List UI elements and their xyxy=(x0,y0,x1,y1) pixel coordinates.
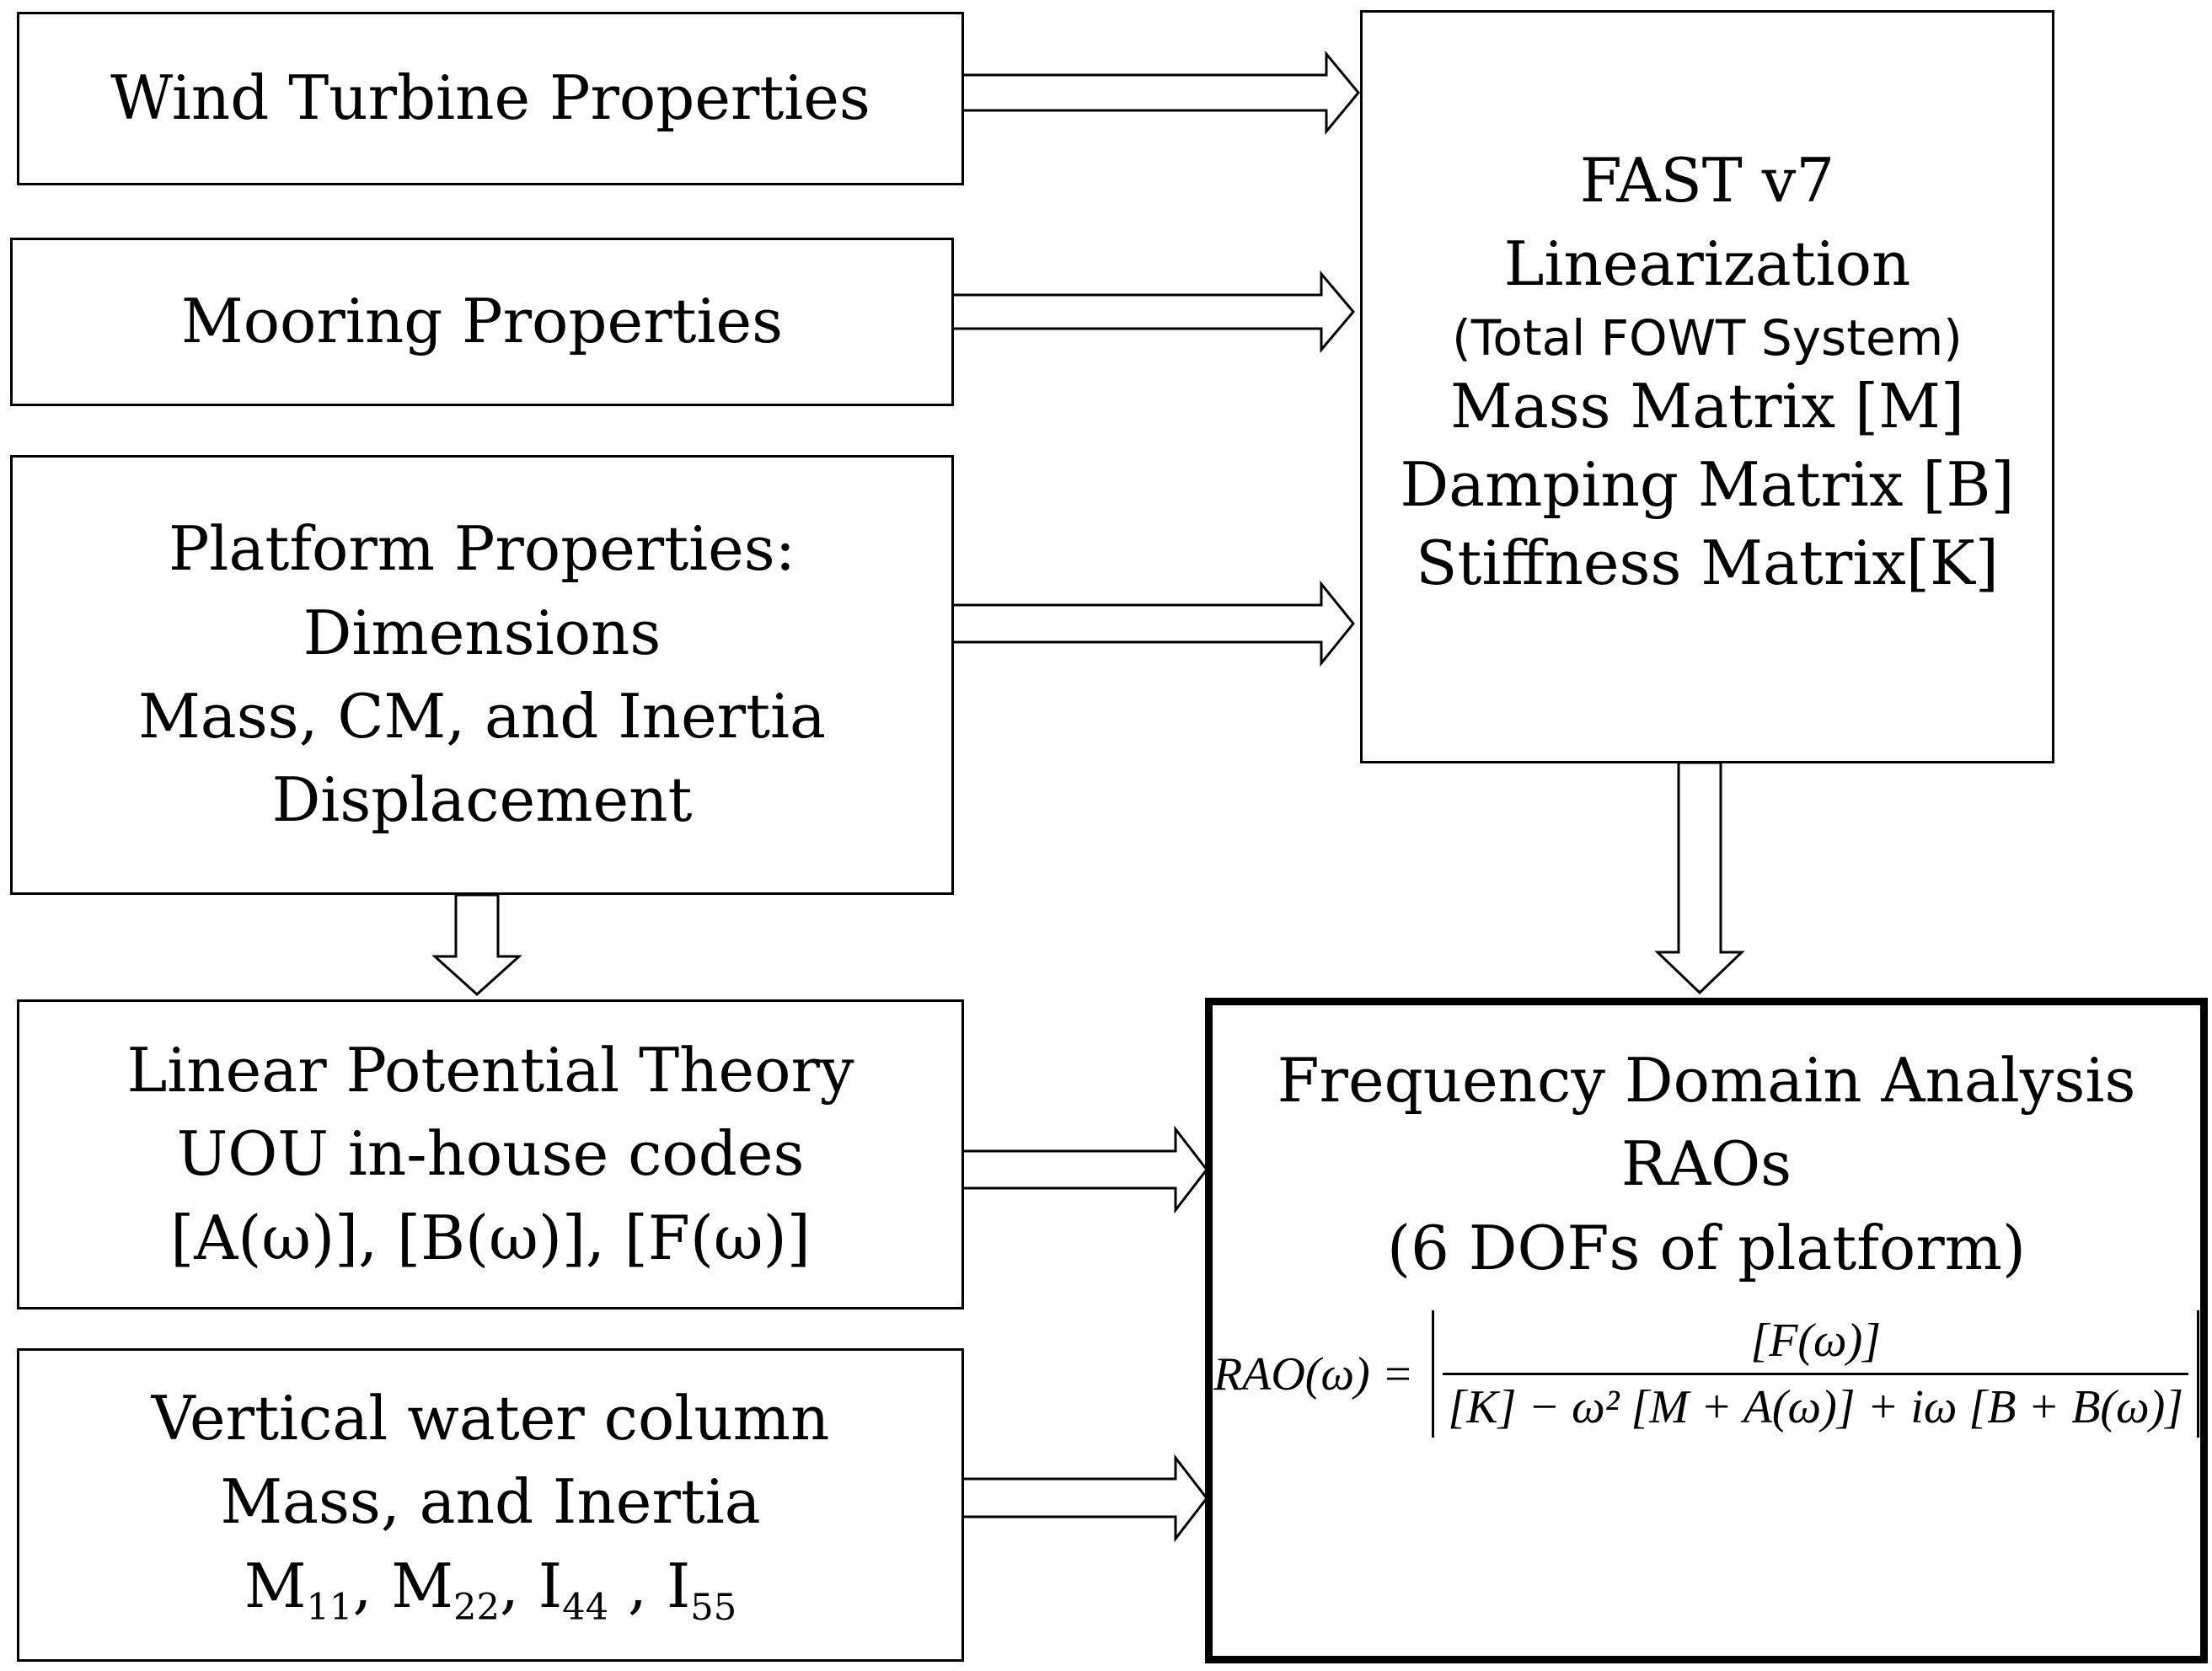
rao-equation: RAO(ω) = [F(ω)] [K] − ω² [M + A(ω)] + iω… xyxy=(1213,1310,2200,1438)
arrow-water-to-fda xyxy=(961,1454,1208,1543)
rao-fraction: [F(ω)] [K] − ω² [M + A(ω)] + iω [B + B(ω… xyxy=(1443,1314,2189,1434)
platform-line-3: Mass, CM, and Inertia xyxy=(138,681,826,752)
rao-denominator: [K] − ω² [M + A(ω)] + iω [B + B(ω)] xyxy=(1443,1373,2189,1434)
mooring-box: Mooring Properties xyxy=(10,238,954,406)
sep-3: , xyxy=(608,1550,667,1621)
fda-dofs: (6 DOFs of platform) xyxy=(1387,1212,2026,1283)
arrow-potential-to-fda xyxy=(961,1125,1208,1214)
m22-symbol: M xyxy=(391,1550,453,1621)
mooring-label: Mooring Properties xyxy=(180,286,784,357)
fda-title: Frequency Domain Analysis xyxy=(1277,1045,2136,1116)
fast-linearization-box: FAST v7 Linearization (Total FOWT System… xyxy=(1360,10,2054,763)
potential-line-1: Linear Potential Theory xyxy=(126,1034,854,1106)
fda-raos: RAOs xyxy=(1620,1128,1792,1200)
water-column-box: Vertical water column Mass, and Inertia … xyxy=(17,1348,964,1662)
m11-symbol: M xyxy=(244,1550,307,1621)
arrow-platform-to-potential xyxy=(431,893,522,997)
potential-theory-box: Linear Potential Theory UOU in-house cod… xyxy=(17,999,964,1309)
potential-line-2: UOU in-house codes xyxy=(176,1118,805,1190)
potential-line-3: [A(ω)], [B(ω)], [F(ω)] xyxy=(170,1202,811,1273)
arrow-wind-to-fast xyxy=(959,50,1360,136)
i55-symbol: I xyxy=(666,1550,691,1621)
i44-subscript: 44 xyxy=(562,1586,609,1629)
rao-numerator: [F(ω)] xyxy=(1750,1315,1882,1368)
sep-2: , xyxy=(499,1550,538,1621)
rao-lhs: RAO(ω) = xyxy=(1213,1347,1414,1401)
water-line-2: Mass, and Inertia xyxy=(220,1466,761,1538)
fast-scope: (Total FOWT System) xyxy=(1452,308,1963,367)
arrow-mooring-to-fast xyxy=(951,270,1355,354)
m11-subscript: 11 xyxy=(306,1586,353,1629)
platform-line-1: Platform Properties: xyxy=(168,513,795,585)
m22-subscript: 22 xyxy=(453,1586,500,1629)
water-line-1: Vertical water column xyxy=(151,1382,830,1454)
frequency-domain-box: Frequency Domain Analysis RAOs (6 DOFs o… xyxy=(1205,998,2208,1663)
i55-subscript: 55 xyxy=(690,1586,737,1629)
rao-abs: [F(ω)] [K] − ω² [M + A(ω)] + iω [B + B(ω… xyxy=(1432,1310,2200,1438)
arrow-platform-to-fast xyxy=(951,580,1355,667)
sep-1: , xyxy=(352,1550,392,1621)
fast-mass-matrix: Mass Matrix [M] xyxy=(1450,371,1964,442)
fast-subtitle: Linearization xyxy=(1503,228,1911,300)
fast-damping-matrix: Damping Matrix [B] xyxy=(1400,448,2015,520)
platform-line-4: Displacement xyxy=(271,764,693,836)
platform-line-2: Dimensions xyxy=(303,597,661,668)
arrow-fast-to-fda xyxy=(1654,761,1745,995)
wind-turbine-box: Wind Turbine Properties xyxy=(17,12,964,185)
wind-turbine-label: Wind Turbine Properties xyxy=(110,62,870,134)
fast-stiffness-matrix: Stiffness Matrix[K] xyxy=(1416,527,1999,598)
water-line-3: M11, M22, I44 , I55 xyxy=(244,1545,736,1634)
fast-title: FAST v7 xyxy=(1579,145,1835,216)
platform-box: Platform Properties: Dimensions Mass, CM… xyxy=(10,455,954,895)
i44-symbol: I xyxy=(538,1550,563,1621)
